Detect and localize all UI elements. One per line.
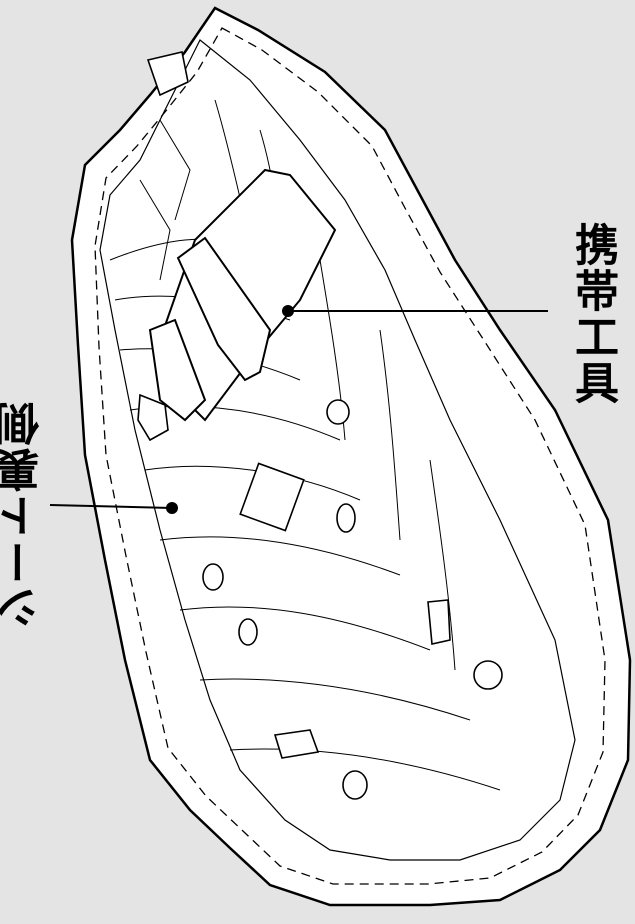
boss-5 (238, 618, 258, 646)
boss-4 (202, 563, 224, 591)
boss-6 (473, 660, 503, 690)
side-clip (427, 599, 451, 645)
hook-bracket (137, 393, 169, 442)
center-block (239, 462, 305, 532)
boss-2 (326, 399, 350, 425)
leader-lines (49, 305, 548, 514)
leader-dot-seat (166, 502, 178, 514)
label-seat-underside: シート裏側 (0, 400, 47, 630)
tool-kit-strap (176, 236, 272, 382)
seat-outline (70, 6, 632, 907)
front-tab (273, 729, 320, 759)
mount-bosses (137, 51, 503, 800)
leader-line-seat (49, 504, 173, 509)
leader-dot-tool (282, 305, 294, 317)
boss-3 (336, 503, 356, 533)
tool-kit-assembly (148, 168, 337, 422)
seat-pan-frame (99, 39, 576, 861)
seat-seam-dashed (94, 27, 606, 885)
boss-7 (342, 770, 368, 800)
label-tool-kit: 携帯工具 (567, 222, 618, 406)
strap-buckle (148, 318, 207, 422)
rear-hook (146, 51, 189, 97)
